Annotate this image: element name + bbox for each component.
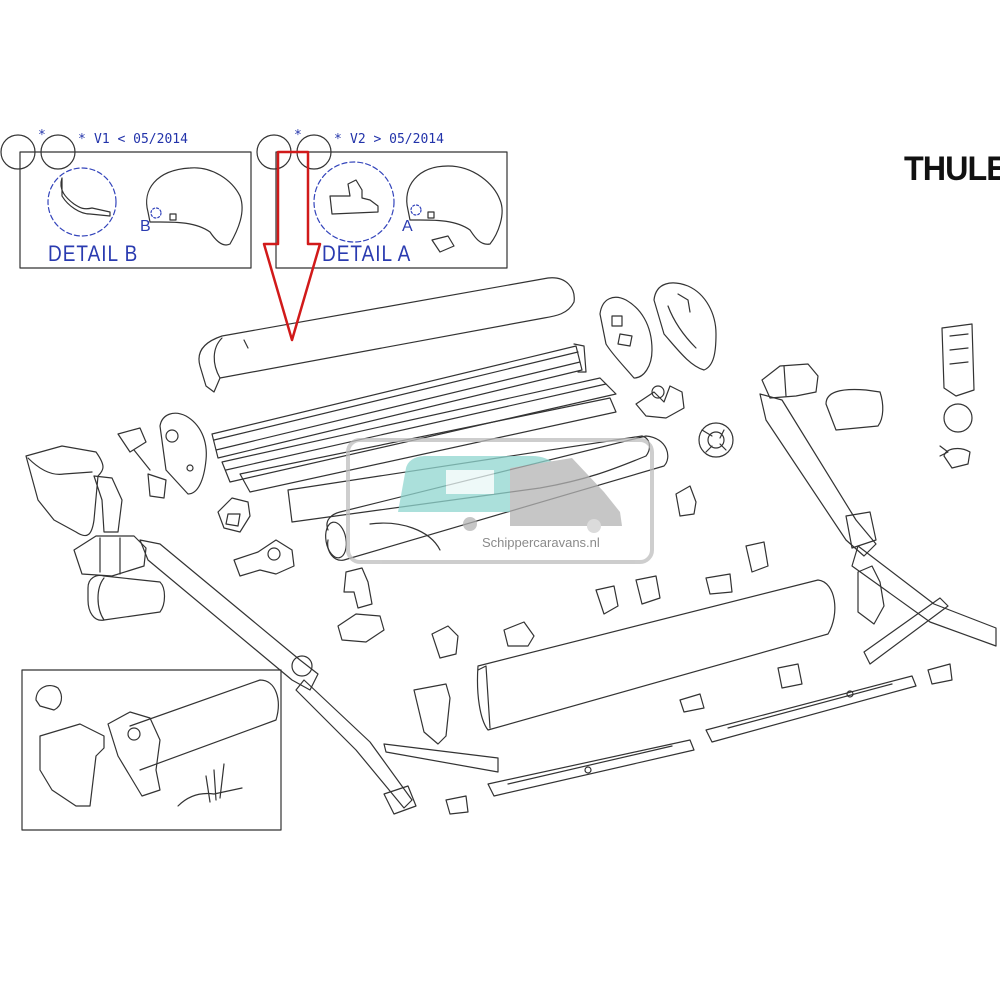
left-lower-arm-strut (383, 743, 499, 773)
camper-icon (510, 458, 622, 526)
left-arm-bracket-housing (87, 574, 166, 621)
variant-v1-detail-marker: B (140, 218, 151, 235)
motor-detail-box (21, 669, 282, 831)
lead-bar-rail-right (705, 675, 917, 743)
spring-mechanism (635, 385, 685, 419)
awning-main-profile (211, 343, 617, 493)
right-arm-shoulder (761, 363, 819, 399)
left-arm-shoulder-block (73, 535, 147, 577)
bearing-clip (431, 625, 459, 659)
watermark-site-text: Schippercaravans.nl (482, 535, 600, 550)
guide-blocks-row (595, 541, 769, 615)
lower-end-cap-left (413, 683, 451, 745)
lead-bar-rail-left (487, 739, 695, 797)
variant-v1-box (0, 134, 252, 269)
crank-gear-assembly (117, 427, 167, 499)
small-connector-clip (445, 663, 953, 815)
right-end-cap-large (653, 282, 717, 371)
clamp-bracket (343, 567, 373, 609)
right-lower-strut (863, 597, 949, 665)
variant-v1-star-2: * (78, 132, 86, 147)
variant-v2-detail-marker: A (402, 218, 413, 235)
variant-v1-star: * (38, 128, 46, 143)
front-lead-bar (476, 579, 836, 731)
end-cap-small (675, 485, 697, 517)
highlight-arrow (262, 150, 322, 342)
variant-v2-label: V2 > 05/2014 (350, 132, 444, 147)
sliding-block (503, 621, 535, 647)
variant-v1-label: V1 < 05/2014 (94, 132, 188, 147)
variant-v2-detail-title: DETAIL A (322, 242, 412, 267)
left-lock-mechanism (217, 497, 295, 577)
wall-mount-detail (939, 323, 975, 469)
watermark-logo (346, 438, 654, 564)
left-motor-cover (25, 445, 123, 537)
right-support-arm (759, 393, 997, 647)
variant-v2-star: * (294, 128, 302, 143)
front-cover-profile (198, 277, 575, 393)
roller-plug (698, 422, 734, 458)
left-support-arm (139, 539, 417, 815)
thule-logo: THULE (904, 150, 1000, 188)
wall-bracket-left (337, 613, 385, 643)
right-lock-cap (857, 565, 885, 625)
right-end-cap-small (825, 388, 884, 431)
variant-v1-detail-title: DETAIL B (48, 242, 139, 267)
left-end-bracket (159, 412, 207, 495)
variant-v2-star-2: * (334, 132, 342, 147)
variant-v2-box (256, 134, 508, 269)
left-end-cap-large (599, 296, 653, 379)
